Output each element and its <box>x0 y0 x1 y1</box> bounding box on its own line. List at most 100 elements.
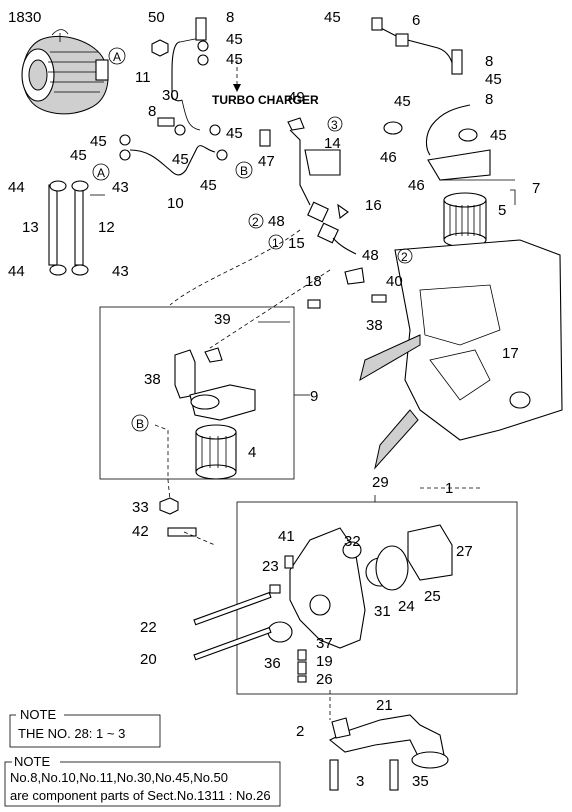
note-title: NOTE <box>20 707 56 722</box>
leader-lines <box>90 179 516 720</box>
callout: 9 <box>310 388 318 405</box>
callout: 31 <box>374 603 391 620</box>
marker-3: 3 <box>331 118 338 132</box>
oil-pipe-11 <box>171 37 201 131</box>
bolts-41-42 <box>159 497 197 537</box>
marker-b: B <box>136 417 144 431</box>
callout: 16 <box>365 197 382 214</box>
marker-a: A <box>113 50 121 64</box>
callout: 25 <box>424 588 441 605</box>
callout: 3 <box>356 773 364 790</box>
callout: 48 <box>362 247 379 264</box>
filter-bracket-assembly <box>174 347 256 480</box>
callout: 15 <box>288 235 305 252</box>
callout: 39 <box>214 311 231 328</box>
callout: 45 <box>490 127 507 144</box>
pump-bolts-36-37 <box>193 591 272 661</box>
callout: 45 <box>226 51 243 68</box>
circle-markers: A A B B 3 2 1 2 <box>92 47 413 432</box>
marker-b: B <box>240 164 248 178</box>
oil-feed-hose-6 <box>371 17 463 75</box>
callout: 21 <box>376 697 393 714</box>
callout: 12 <box>98 219 115 236</box>
note-body: THE NO. 28: 1 ~ 3 <box>18 726 125 741</box>
callout: 33 <box>132 499 149 516</box>
callout: 49 <box>288 89 305 106</box>
marker-1: 1 <box>272 236 279 250</box>
callout: 30 <box>162 87 179 104</box>
bolts-washers-upper-left <box>119 17 228 161</box>
callout: 19 <box>316 653 333 670</box>
callout: 20 <box>140 651 157 668</box>
callout: 2 <box>296 723 304 740</box>
oil-pump-body <box>267 524 453 683</box>
callout: 43 <box>112 263 129 280</box>
callout: 47 <box>258 153 275 170</box>
callout: 43 <box>112 179 129 196</box>
callout: 41 <box>278 528 295 545</box>
turbo-charger-label: TURBO CHARGER <box>212 93 319 107</box>
callout: 44 <box>8 263 25 280</box>
oil-pipe-14 <box>259 117 357 255</box>
callout: 48 <box>268 213 285 230</box>
callout: 40 <box>386 273 403 290</box>
callout: 17 <box>502 345 519 362</box>
callout: 8 <box>485 53 493 70</box>
turbo-arrow <box>233 60 241 92</box>
marker-2: 2 <box>252 215 259 229</box>
note-line: are component parts of Sect.No.1311 : No… <box>10 788 271 803</box>
callout: 29 <box>372 474 389 491</box>
callout: 11 <box>135 69 151 86</box>
callout: 10 <box>167 195 184 212</box>
callout: 13 <box>22 219 39 236</box>
callout: 23 <box>262 558 279 575</box>
callout: 46 <box>380 149 397 166</box>
callout: 6 <box>412 12 420 29</box>
bolts-40-39-38 <box>307 267 387 309</box>
callout: 38 <box>366 317 383 334</box>
oil-return-hose-7 <box>383 104 491 181</box>
callout: 42 <box>132 523 149 540</box>
callout: 8 <box>226 9 234 26</box>
oil-pump-assembly-box <box>236 501 518 695</box>
callout: 46 <box>408 177 425 194</box>
callout: 1830 <box>8 9 41 26</box>
callout: 45 <box>324 9 341 26</box>
callout: 45 <box>200 177 217 194</box>
oil-strainer <box>328 714 449 791</box>
callout: 45 <box>70 147 87 164</box>
marker-2: 2 <box>401 250 408 264</box>
marker-a: A <box>97 166 105 180</box>
callout: 18 <box>305 273 322 290</box>
callout: 8 <box>148 103 156 120</box>
callout: 1 <box>445 480 453 497</box>
callout: 26 <box>316 671 333 688</box>
note-box-2: NOTE No.8,No.10,No.11,No.30,No.45,No.50 … <box>4 754 281 807</box>
callout: 45 <box>90 133 107 150</box>
note-box-1: NOTE THE NO. 28: 1 ~ 3 <box>9 707 161 748</box>
callout: 37 <box>316 635 333 652</box>
callout: 38 <box>144 371 161 388</box>
callout: 5 <box>498 202 506 219</box>
callout: 8 <box>485 91 493 108</box>
alternator-illustration <box>21 29 109 115</box>
callout: 45 <box>226 125 243 142</box>
callout: 45 <box>394 93 411 110</box>
callout: 14 <box>324 135 341 152</box>
callout: 7 <box>532 180 540 197</box>
note-line: No.8,No.10,No.11,No.30,No.45,No.50 <box>10 770 228 785</box>
callout: 45 <box>226 31 243 48</box>
oil-pipe-10 <box>129 145 216 176</box>
callout: 50 <box>148 9 165 26</box>
callout: 44 <box>8 179 25 196</box>
oil-filter-18 <box>443 192 487 248</box>
callout: 45 <box>485 71 502 88</box>
callout: 45 <box>172 151 189 168</box>
note-title: NOTE <box>14 754 50 769</box>
callout: 24 <box>398 598 415 615</box>
filter-assembly-box <box>99 306 295 480</box>
engine-block <box>359 239 563 470</box>
callouts: 1830 50 8 45 45 11 30 8 45 45 45 45 45 1… <box>8 9 540 790</box>
callout: 35 <box>412 773 429 790</box>
